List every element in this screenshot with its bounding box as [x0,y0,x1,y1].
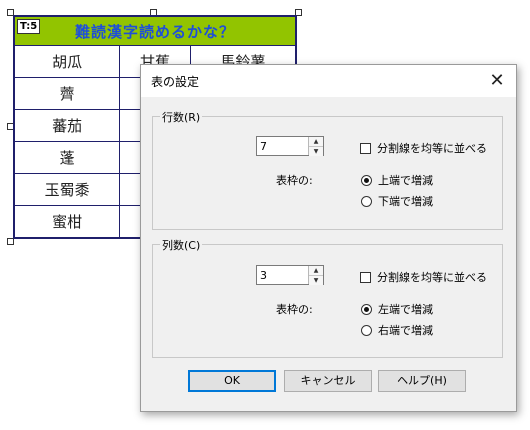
rows-equal-split-label: 分割線を均等に並べる [377,142,487,155]
rows-equal-split-option[interactable]: 分割線を均等に並べる [360,140,487,156]
close-button[interactable]: ✕ [484,69,510,93]
columns-option-left[interactable]: 左端で増減 [361,301,433,317]
rows-spin-up-button[interactable]: ▲ [309,137,323,147]
table-cell[interactable]: 玉蜀黍 [13,173,121,206]
table-title-cell[interactable]: T:5 難読漢字読めるかな？ [13,15,297,46]
dialog-title: 表の設定 [151,75,200,89]
columns-option-right[interactable]: 右端で増減 [361,322,433,338]
rows-equal-split-checkbox[interactable] [360,142,371,154]
help-button[interactable]: ヘルプ(H) [378,370,466,392]
rows-bottom-radio[interactable] [361,195,372,207]
rows-spin-buttons: ▲ ▼ [308,137,323,156]
table-settings-dialog: 表の設定 ✕ 行数(R) 7 ▲ ▼ 分割線を均等に並べる 表枠の: 上端で増減… [140,64,517,412]
columns-left-label: 左端で増減 [378,303,433,316]
rows-count-spinner[interactable]: 7 ▲ ▼ [256,136,324,156]
columns-spin-down-button[interactable]: ▼ [309,276,323,285]
columns-count-spinner[interactable]: 3 ▲ ▼ [256,265,324,285]
table-cell[interactable]: 蓬 [13,141,121,174]
selection-handle-top-left[interactable] [7,9,14,16]
table-cell[interactable]: 蜜柑 [13,205,121,239]
rows-count-value[interactable]: 7 [260,140,267,153]
dialog-titlebar[interactable]: 表の設定 ✕ [141,65,516,97]
columns-count-value[interactable]: 3 [260,269,267,282]
columns-equal-split-option[interactable]: 分割線を均等に並べる [360,269,487,285]
rows-spin-down-button[interactable]: ▼ [309,147,323,156]
table-tag: T:5 [17,19,41,34]
columns-spin-buttons: ▲ ▼ [308,266,323,285]
columns-left-radio[interactable] [361,303,372,315]
rows-frame-label: 表枠の: [276,174,313,187]
ok-button[interactable]: OK [188,370,276,392]
rows-top-label: 上端で増減 [378,174,433,187]
columns-equal-split-label: 分割線を均等に並べる [377,271,487,284]
selection-handle-bottom-left[interactable] [7,238,14,245]
selection-handle-top-right[interactable] [295,9,302,16]
rows-option-top[interactable]: 上端で増減 [361,172,433,188]
close-icon: ✕ [489,70,505,91]
rows-group-label: 行数(R) [160,109,203,125]
columns-equal-split-checkbox[interactable] [360,271,371,283]
columns-right-radio[interactable] [361,324,372,336]
cancel-button[interactable]: キャンセル [284,370,372,392]
columns-group: 列数(C) 3 ▲ ▼ 分割線を均等に並べる 表枠の: 左端で増減 右端で増減 [152,237,503,358]
columns-right-label: 右端で増減 [378,324,433,337]
rows-bottom-label: 下端で増減 [378,195,433,208]
table-cell[interactable]: 蕃茄 [13,109,121,142]
table-title: 難読漢字読めるかな？ [74,22,235,41]
rows-group: 行数(R) 7 ▲ ▼ 分割線を均等に並べる 表枠の: 上端で増減 下端で増減 [152,109,503,230]
table-title-row: T:5 難読漢字読めるかな？ [13,15,297,46]
table-cell[interactable]: 薺 [13,77,121,110]
table-cell[interactable]: 胡瓜 [13,45,121,78]
columns-group-label: 列数(C) [160,237,203,253]
columns-spin-up-button[interactable]: ▲ [309,266,323,276]
columns-frame-label: 表枠の: [276,303,313,316]
rows-top-radio[interactable] [361,174,372,186]
rows-option-bottom[interactable]: 下端で増減 [361,193,433,209]
